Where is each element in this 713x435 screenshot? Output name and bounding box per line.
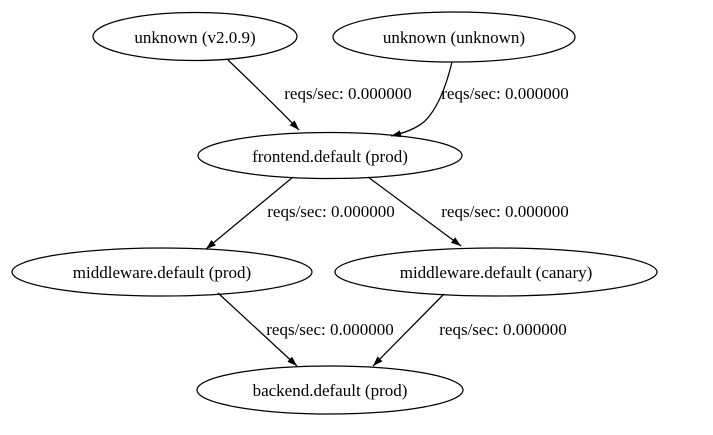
node-ellipse [92, 11, 298, 62]
node-unknown-v209: unknown (v2.0.9) [92, 11, 298, 62]
edge-line [227, 59, 300, 131]
edge-label: reqs/sec: 0.000000 [266, 320, 393, 339]
node-label: unknown (unknown) [383, 28, 525, 47]
edge-label: reqs/sec: 0.000000 [267, 202, 394, 221]
node-ellipse [11, 247, 313, 297]
edge-line [390, 61, 453, 138]
edge-line [205, 176, 294, 250]
edge-frontend-to-middleware-canary: reqs/sec: 0.000000 [367, 176, 569, 247]
node-ellipse [197, 131, 463, 180]
node-unknown-unknown: unknown (unknown) [332, 11, 576, 63]
edge-frontend-to-middleware-prod: reqs/sec: 0.000000 [205, 176, 395, 250]
node-ellipse [332, 11, 576, 63]
edge-label: reqs/sec: 0.000000 [439, 320, 566, 339]
node-label: unknown (v2.0.9) [134, 28, 255, 47]
node-label: frontend.default (prod) [252, 147, 408, 166]
edge-label: reqs/sec: 0.000000 [441, 84, 568, 103]
edge-line [367, 176, 462, 247]
node-label: middleware.default (canary) [400, 263, 593, 282]
edge-middleware-prod-to-backend: reqs/sec: 0.000000 [217, 292, 394, 367]
edge-label: reqs/sec: 0.000000 [441, 202, 568, 221]
node-label: backend.default (prod) [253, 381, 408, 400]
edge-unknown-unknown-to-frontend: reqs/sec: 0.000000 [390, 61, 569, 138]
edge-line [372, 293, 445, 367]
edge-unknown-v209-to-frontend: reqs/sec: 0.000000 [227, 59, 412, 131]
node-ellipse [196, 365, 464, 415]
node-middleware-default-prod: middleware.default (prod) [11, 247, 313, 297]
edge-line [217, 292, 298, 367]
node-backend-default-prod: backend.default (prod) [196, 365, 464, 415]
edge-middleware-canary-to-backend: reqs/sec: 0.000000 [372, 293, 567, 367]
edge-label: reqs/sec: 0.000000 [284, 84, 411, 103]
node-frontend-default-prod: frontend.default (prod) [197, 131, 463, 180]
node-middleware-default-canary: middleware.default (canary) [334, 247, 658, 297]
node-ellipse [334, 247, 658, 297]
node-label: middleware.default (prod) [73, 263, 251, 282]
